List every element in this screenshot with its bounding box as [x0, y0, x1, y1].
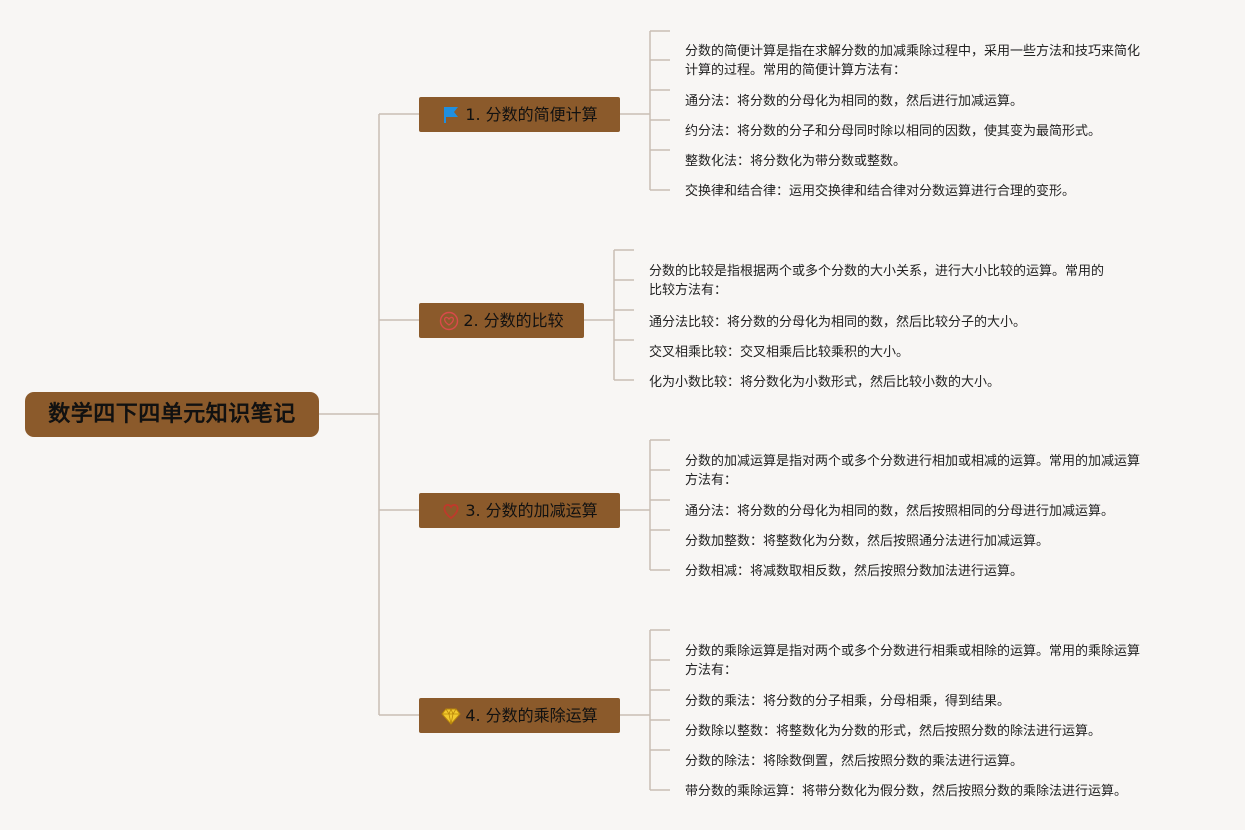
leaf-topic[interactable]: 分数相减：将减数取相反数，然后按照分数加法进行运算。 — [685, 562, 1023, 581]
root-topic[interactable]: 数学四下四单元知识笔记 — [25, 392, 319, 437]
leaf-line: 分数的比较是指根据两个或多个分数的大小关系，进行大小比较的运算。常用的 — [649, 264, 1105, 279]
leaf-topic[interactable]: 约分法：将分数的分子和分母同时除以相同的因数，使其变为最简形式。 — [685, 122, 1101, 141]
leaf-line: 分数的乘除运算是指对两个或多个分数进行相乘或相除的运算。常用的乘除运算 — [685, 644, 1141, 659]
leaf-topic[interactable]: 分数的乘法：将分数的分子相乘，分母相乘，得到结果。 — [685, 692, 1010, 711]
branch-label: 1. 分数的简便计算 — [465, 105, 598, 124]
leaf-line: 分数加整数：将整数化为分数，然后按照通分法进行加减运算。 — [685, 534, 1050, 549]
leaf-topic[interactable]: 分数加整数：将整数化为分数，然后按照通分法进行加减运算。 — [685, 532, 1049, 551]
heart-icon — [441, 501, 461, 521]
branch-topic-2[interactable]: 2. 分数的比较 — [419, 303, 584, 338]
branch-label: 4. 分数的乘除运算 — [465, 706, 598, 725]
leaf-line: 分数相减：将减数取相反数，然后按照分数加法进行运算。 — [685, 564, 1024, 579]
leaf-line: 交叉相乘比较：交叉相乘后比较乘积的大小。 — [649, 345, 910, 360]
leaf-line: 分数的除法：将除数倒置，然后按照分数的乘法进行运算。 — [685, 754, 1024, 769]
branch-topic-1[interactable]: 1. 分数的简便计算 — [419, 97, 620, 132]
leaf-line: 分数的简便计算是指在求解分数的加减乘除过程中，采用一些方法和技巧来简化 — [685, 44, 1141, 59]
leaf-line: 通分法：将分数的分母化为相同的数，然后按照相同的分母进行加减运算。 — [685, 504, 1115, 519]
leaf-line: 分数除以整数：将整数化为分数的形式，然后按照分数的除法进行运算。 — [685, 724, 1102, 739]
leaf-topic[interactable]: 分数的除法：将除数倒置，然后按照分数的乘法进行运算。 — [685, 752, 1023, 771]
branch-label: 2. 分数的比较 — [463, 311, 564, 330]
leaf-topic[interactable]: 通分法比较：将分数的分母化为相同的数，然后比较分子的大小。 — [649, 313, 1026, 332]
branch-label: 3. 分数的加减运算 — [465, 501, 598, 520]
flag-icon — [441, 105, 461, 125]
leaf-topic[interactable]: 分数的比较是指根据两个或多个分数的大小关系，进行大小比较的运算。常用的 比较方法… — [649, 262, 1104, 300]
leaf-line: 约分法：将分数的分子和分母同时除以相同的因数，使其变为最简形式。 — [685, 124, 1102, 139]
leaf-topic[interactable]: 通分法：将分数的分母化为相同的数，然后进行加减运算。 — [685, 92, 1023, 111]
leaf-topic[interactable]: 整数化法：将分数化为带分数或整数。 — [685, 152, 906, 171]
leaf-topic[interactable]: 带分数的乘除运算：将带分数化为假分数，然后按照分数的乘除法进行运算。 — [685, 782, 1127, 801]
branch-topic-4[interactable]: 4. 分数的乘除运算 — [419, 698, 620, 733]
leaf-topic[interactable]: 交换律和结合律：运用交换律和结合律对分数运算进行合理的变形。 — [685, 182, 1075, 201]
leaf-topic[interactable]: 交叉相乘比较：交叉相乘后比较乘积的大小。 — [649, 343, 909, 362]
leaf-line: 方法有： — [685, 473, 738, 488]
leaf-line: 整数化法：将分数化为带分数或整数。 — [685, 154, 907, 169]
leaf-topic[interactable]: 分数的简便计算是指在求解分数的加减乘除过程中，采用一些方法和技巧来简化 计算的过… — [685, 42, 1140, 80]
branch-topic-3[interactable]: 3. 分数的加减运算 — [419, 493, 620, 528]
leaf-line: 方法有： — [685, 663, 738, 678]
diamond-icon — [441, 706, 461, 726]
leaf-topic[interactable]: 化为小数比较：将分数化为小数形式，然后比较小数的大小。 — [649, 373, 1000, 392]
heart-badge-icon — [439, 311, 459, 331]
leaf-line: 分数的乘法：将分数的分子相乘，分母相乘，得到结果。 — [685, 694, 1011, 709]
leaf-line: 通分法比较：将分数的分母化为相同的数，然后比较分子的大小。 — [649, 315, 1027, 330]
leaf-topic[interactable]: 通分法：将分数的分母化为相同的数，然后按照相同的分母进行加减运算。 — [685, 502, 1114, 521]
leaf-topic[interactable]: 分数的乘除运算是指对两个或多个分数进行相乘或相除的运算。常用的乘除运算 方法有： — [685, 642, 1140, 680]
leaf-line: 交换律和结合律：运用交换律和结合律对分数运算进行合理的变形。 — [685, 184, 1076, 199]
leaf-line: 计算的过程。常用的简便计算方法有： — [685, 63, 907, 78]
leaf-topic[interactable]: 分数除以整数：将整数化为分数的形式，然后按照分数的除法进行运算。 — [685, 722, 1101, 741]
leaf-line: 通分法：将分数的分母化为相同的数，然后进行加减运算。 — [685, 94, 1024, 109]
leaf-topic[interactable]: 分数的加减运算是指对两个或多个分数进行相加或相减的运算。常用的加减运算 方法有： — [685, 452, 1140, 490]
leaf-line: 带分数的乘除运算：将带分数化为假分数，然后按照分数的乘除法进行运算。 — [685, 784, 1128, 799]
leaf-line: 化为小数比较：将分数化为小数形式，然后比较小数的大小。 — [649, 375, 1001, 390]
leaf-line: 分数的加减运算是指对两个或多个分数进行相加或相减的运算。常用的加减运算 — [685, 454, 1141, 469]
leaf-line: 比较方法有： — [649, 283, 728, 298]
